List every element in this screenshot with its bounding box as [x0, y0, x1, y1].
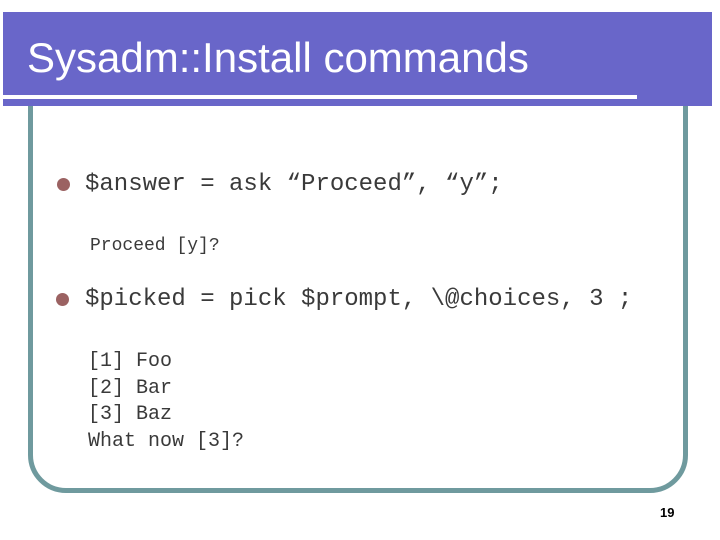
slide-title: Sysadm::Install commands	[27, 34, 529, 81]
title-underline	[3, 95, 637, 99]
code-line-picked: $picked = pick $prompt, \@choices, 3 ;	[85, 286, 633, 313]
console-output-proceed: Proceed [y]?	[90, 236, 220, 256]
bullet-icon	[57, 178, 70, 191]
console-output-choices: [1] Foo [2] Bar [3] Baz What now [3]?	[88, 350, 245, 454]
bullet-icon	[56, 293, 69, 306]
page-number: 19	[660, 505, 675, 520]
content-frame	[28, 58, 688, 493]
title-bar: Sysadm::Install commands	[3, 12, 712, 106]
code-line-answer: $answer = ask “Proceed”, “y”;	[85, 171, 503, 198]
